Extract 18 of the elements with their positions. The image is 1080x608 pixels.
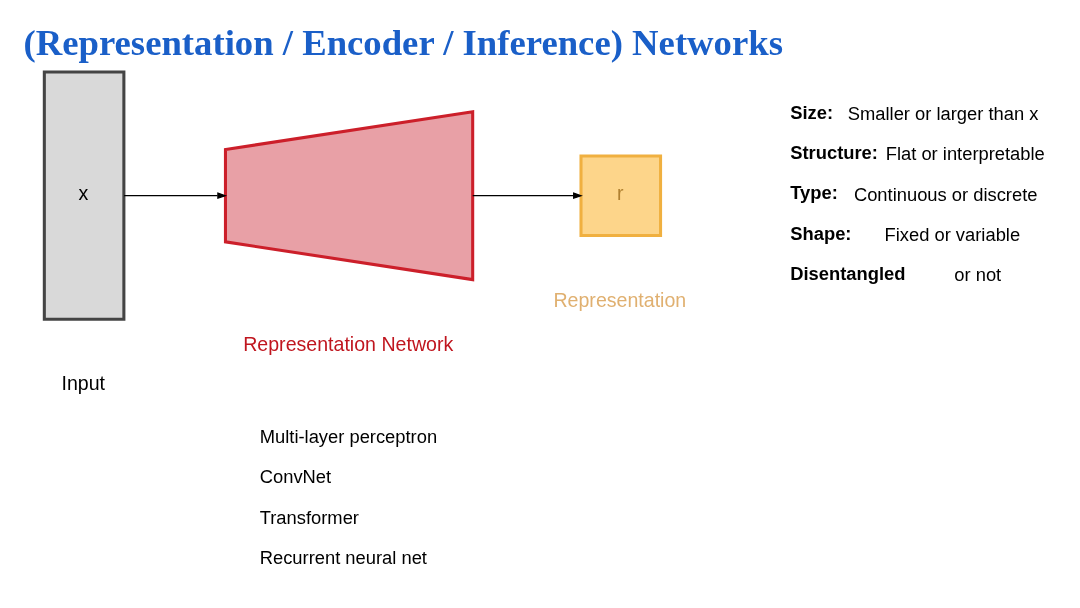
- arrow: [472, 192, 583, 200]
- node-box: r: [579, 154, 663, 237]
- label: ConvNet: [259, 466, 332, 488]
- label: Type: Continuous or discrete: [790, 182, 1038, 205]
- arrow: [123, 192, 228, 200]
- label: Size: Smaller or larger than x: [790, 101, 1039, 124]
- label: Shape: Fixed or variable: [790, 222, 1021, 245]
- label: Multi-layer perceptron: [259, 425, 438, 447]
- node-label: Representation Network: [243, 332, 454, 355]
- label: Disentangled or not: [790, 263, 1002, 286]
- label: Recurrent neural net: [259, 547, 427, 569]
- label: Transformer: [259, 506, 359, 528]
- node-box: x: [42, 70, 126, 321]
- label: Structure: Flat or interpretable: [790, 141, 1045, 165]
- node-label: Representation: [553, 288, 687, 311]
- node-label: Input: [61, 372, 106, 395]
- diagram-title: (Representation / Encoder / Inference) Networks: [23, 21, 783, 63]
- node-trapezoid: [223, 110, 475, 282]
